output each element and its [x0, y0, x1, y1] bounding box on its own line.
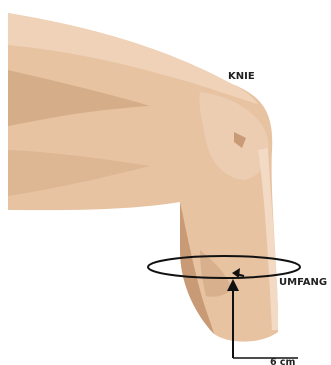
knee-label: KNIE — [228, 71, 255, 82]
distance-label: 6 cm — [270, 357, 296, 365]
leg-illustration — [8, 13, 278, 342]
circumference-label: UMFANG — [279, 277, 327, 288]
